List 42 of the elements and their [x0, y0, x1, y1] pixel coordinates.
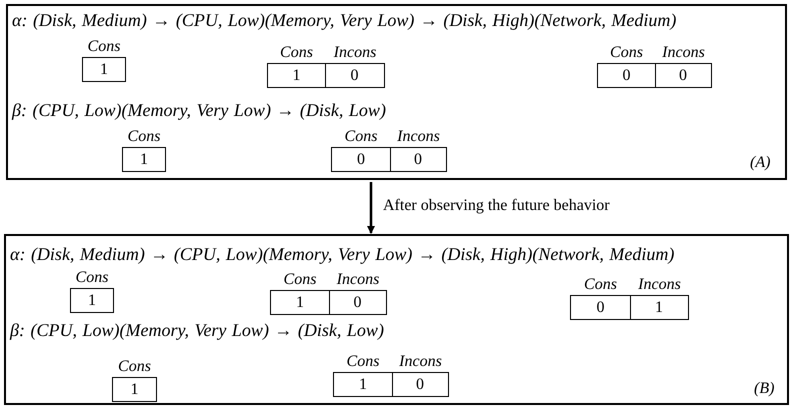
column-heading: Incons — [332, 44, 378, 62]
column-heading: Incons — [637, 276, 682, 294]
panel — [4, 234, 789, 405]
sequence-formula: β: (CPU, Low)(Memory, Very Low) → (Disk, Low) — [12, 100, 386, 121]
value-cell: 0 — [655, 63, 712, 88]
column-heading: Cons — [282, 271, 318, 289]
value-cell: 1 — [122, 147, 166, 172]
value-cell: 1 — [267, 63, 326, 88]
column-heading: Cons — [279, 44, 314, 62]
value-cell: 0 — [390, 147, 447, 172]
column-heading: Cons — [126, 128, 162, 146]
value-cell: 0 — [331, 147, 391, 172]
column-heading: Cons — [74, 269, 110, 287]
sequence-formula: α: (Disk, Medium) → (CPU, Low)(Memory, Very Low) → (Disk, High)(Network, Medium) — [10, 244, 674, 265]
column-heading: Cons — [117, 358, 152, 376]
column-heading: Cons — [86, 38, 122, 56]
column-heading: Cons — [609, 44, 644, 62]
value-cell: 1 — [270, 290, 330, 315]
value-cell: 0 — [570, 295, 631, 320]
value-cell: 0 — [325, 63, 385, 88]
value-cell: 0 — [597, 63, 656, 88]
value-cell: 1 — [333, 372, 393, 397]
edge-label: After observing the future behavior — [383, 197, 610, 215]
sequence-formula: α: (Disk, Medium) → (CPU, Low)(Memory, Very Low) → (Disk, High)(Network, Medium) — [12, 10, 676, 31]
value-cell: 1 — [630, 295, 689, 320]
column-heading: Cons — [583, 276, 618, 294]
column-heading: Incons — [336, 271, 380, 289]
value-cell: 1 — [82, 57, 126, 82]
column-heading: Incons — [396, 128, 441, 146]
panel — [6, 4, 787, 180]
value-cell: 0 — [392, 372, 449, 397]
column-heading: Incons — [661, 44, 706, 62]
value-cell: 1 — [112, 377, 157, 402]
column-heading: Cons — [344, 128, 378, 146]
column-heading: Incons — [398, 353, 443, 371]
panel-label: (B) — [754, 380, 774, 398]
value-cell: 0 — [329, 290, 387, 315]
value-cell: 1 — [70, 288, 114, 313]
arrow — [367, 182, 375, 234]
sequence-formula: β: (CPU, Low)(Memory, Very Low) → (Disk, Low) — [10, 320, 384, 341]
panel-label: (A) — [750, 154, 770, 172]
column-heading: Cons — [346, 353, 380, 371]
